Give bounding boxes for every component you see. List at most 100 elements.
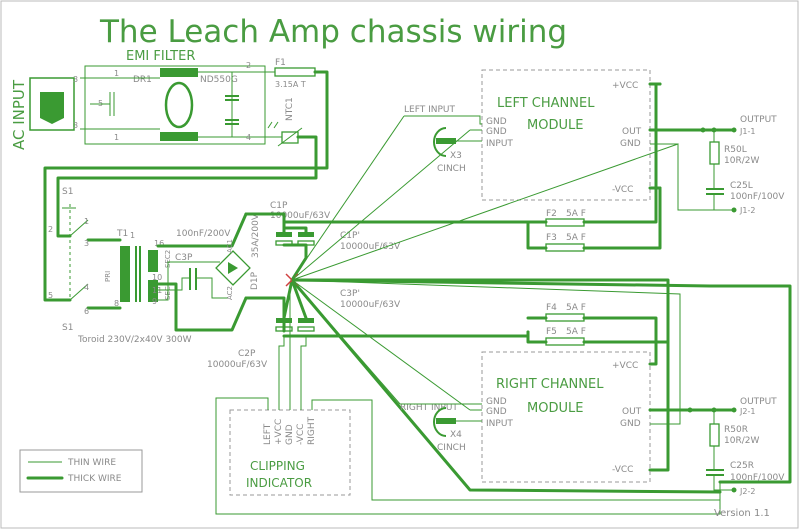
emi-pin-left-bottom: 3	[73, 121, 78, 130]
legend-thick-label: THICK WIRE	[67, 474, 122, 484]
svg-text:-VCC: -VCC	[612, 465, 633, 475]
svg-text:AC2: AC2	[226, 286, 234, 300]
svg-text:OUT: OUT	[622, 407, 642, 417]
svg-text:+VCC: +VCC	[274, 419, 284, 445]
svg-text:GND: GND	[620, 139, 641, 149]
svg-text:F4: F4	[546, 303, 557, 313]
svg-text:CINCH: CINCH	[437, 443, 466, 453]
svg-text:S1: S1	[62, 323, 73, 333]
emi-filter-label: EMI FILTER	[126, 49, 195, 64]
c3p-name: C3P	[175, 253, 193, 263]
svg-text:8: 8	[114, 299, 119, 308]
svg-text:R50R: R50R	[724, 425, 748, 435]
c3p2-value: 10000uF/63V	[340, 300, 401, 310]
svg-text:+VCC: +VCC	[612, 361, 638, 371]
left-module-subtitle: MODULE	[527, 118, 583, 133]
c2p-name: C2P	[238, 349, 256, 359]
emi-pin-left-top: 3	[73, 75, 78, 84]
svg-text:GND: GND	[620, 419, 641, 429]
emi-part-number: ND550G	[200, 75, 238, 85]
resistor-r50r	[709, 423, 720, 447]
right-output-label: OUTPUT	[740, 397, 777, 407]
transformer-spec: Toroid 230V/2x40V 300W	[77, 335, 192, 345]
svg-text:10R/2W: 10R/2W	[724, 156, 759, 166]
emi-filter-box	[84, 65, 266, 145]
fuse-f3: F3 5A F	[545, 233, 586, 252]
svg-text:2: 2	[246, 61, 251, 70]
svg-text:S1: S1	[62, 187, 73, 197]
right-output-j1: J2-1	[739, 407, 755, 416]
fuse-f5: F5 5A F	[545, 327, 586, 346]
svg-text:OUT: OUT	[622, 127, 642, 137]
svg-text:1: 1	[114, 133, 119, 142]
svg-text:F2: F2	[546, 209, 557, 219]
left-module-title: LEFT CHANNEL	[497, 96, 595, 111]
svg-text:4: 4	[84, 283, 89, 292]
svg-text:4: 4	[246, 133, 251, 142]
right-input-jack-x4	[433, 407, 456, 437]
svg-text:F5: F5	[546, 327, 557, 337]
right-module-title: RIGHT CHANNEL	[496, 377, 604, 392]
svg-text:GND: GND	[486, 407, 507, 417]
ntc-label: NTC1	[285, 97, 295, 121]
svg-text:C25R: C25R	[730, 461, 754, 471]
svg-text:INPUT: INPUT	[486, 139, 513, 149]
legend-box	[19, 449, 143, 493]
left-channel-module	[481, 69, 651, 201]
svg-text:10R/2W: 10R/2W	[724, 436, 759, 446]
svg-text:AC1: AC1	[226, 239, 234, 253]
svg-text:PRI: PRI	[104, 271, 112, 282]
left-input-jack-x3	[433, 127, 456, 157]
bridge-rectifier-d1p: D1P 35A/200V AC1 AC2	[215, 213, 261, 300]
svg-text:5A F: 5A F	[566, 209, 586, 219]
left-output-j2: J1-2	[739, 206, 755, 215]
left-output-j1: J1-1	[739, 127, 755, 136]
diagram-title: The Leach Amp chassis wiring	[99, 14, 567, 50]
svg-text:T1: T1	[116, 229, 128, 239]
legend-thin-label: THIN WIRE	[67, 458, 116, 468]
left-input-label: LEFT INPUT	[404, 105, 455, 115]
ac-input-label: AC INPUT	[10, 79, 28, 150]
svg-text:C25L: C25L	[730, 181, 753, 191]
c1p-value: 10000uF/63V	[270, 211, 331, 221]
svg-text:9: 9	[152, 297, 157, 306]
svg-text:GND: GND	[285, 424, 295, 445]
fuse-f1-name: F1	[275, 58, 286, 68]
version-label: Version 1.1	[714, 508, 770, 519]
capacitor-bank-bottom	[275, 318, 315, 332]
svg-text:INPUT: INPUT	[486, 419, 513, 429]
emi-choke-name: DR1	[133, 75, 152, 85]
c3p-value: 100nF/200V	[176, 229, 231, 239]
svg-text:X4: X4	[450, 430, 462, 440]
svg-text:3: 3	[84, 239, 89, 248]
svg-text:-VCC: -VCC	[612, 185, 633, 195]
fuse-f4: F4 5A F	[545, 303, 586, 322]
svg-text:R50L: R50L	[724, 145, 747, 155]
capacitor-bank-top	[275, 232, 315, 246]
svg-text:100nF/100V: 100nF/100V	[730, 473, 785, 483]
svg-text:100nF/100V: 100nF/100V	[730, 192, 785, 202]
right-channel-module	[481, 351, 651, 483]
svg-text:+VCC: +VCC	[612, 81, 638, 91]
fuse-f1-rating: 3.15A T	[275, 80, 306, 89]
svg-text:LEFT: LEFT	[263, 423, 273, 445]
right-module-subtitle: MODULE	[527, 401, 583, 416]
fuse-f2: F2 5A F	[545, 209, 586, 227]
svg-text:10: 10	[152, 273, 162, 282]
svg-text:1: 1	[114, 69, 119, 78]
ntc-arrows	[267, 121, 279, 129]
right-input-label: RIGHT INPUT	[400, 403, 458, 413]
mains-switch-s1: S1 S1 1 2 3 4 5 6	[48, 187, 89, 333]
right-output-j2: J2-2	[739, 487, 755, 496]
resistor-r50l	[709, 141, 720, 165]
clipping-title: CLIPPING	[250, 459, 305, 473]
svg-text:35A/200V: 35A/200V	[251, 213, 261, 258]
transformer-t1: T1 PRI SEC2 SEC1 1 8 16 10 11 9	[104, 229, 172, 308]
left-output-label: OUTPUT	[740, 115, 777, 125]
svg-text:6: 6	[84, 307, 89, 316]
clipping-subtitle: INDICATOR	[246, 476, 312, 490]
c2p-value: 10000uF/63V	[207, 360, 268, 370]
svg-text:X3: X3	[450, 151, 462, 161]
